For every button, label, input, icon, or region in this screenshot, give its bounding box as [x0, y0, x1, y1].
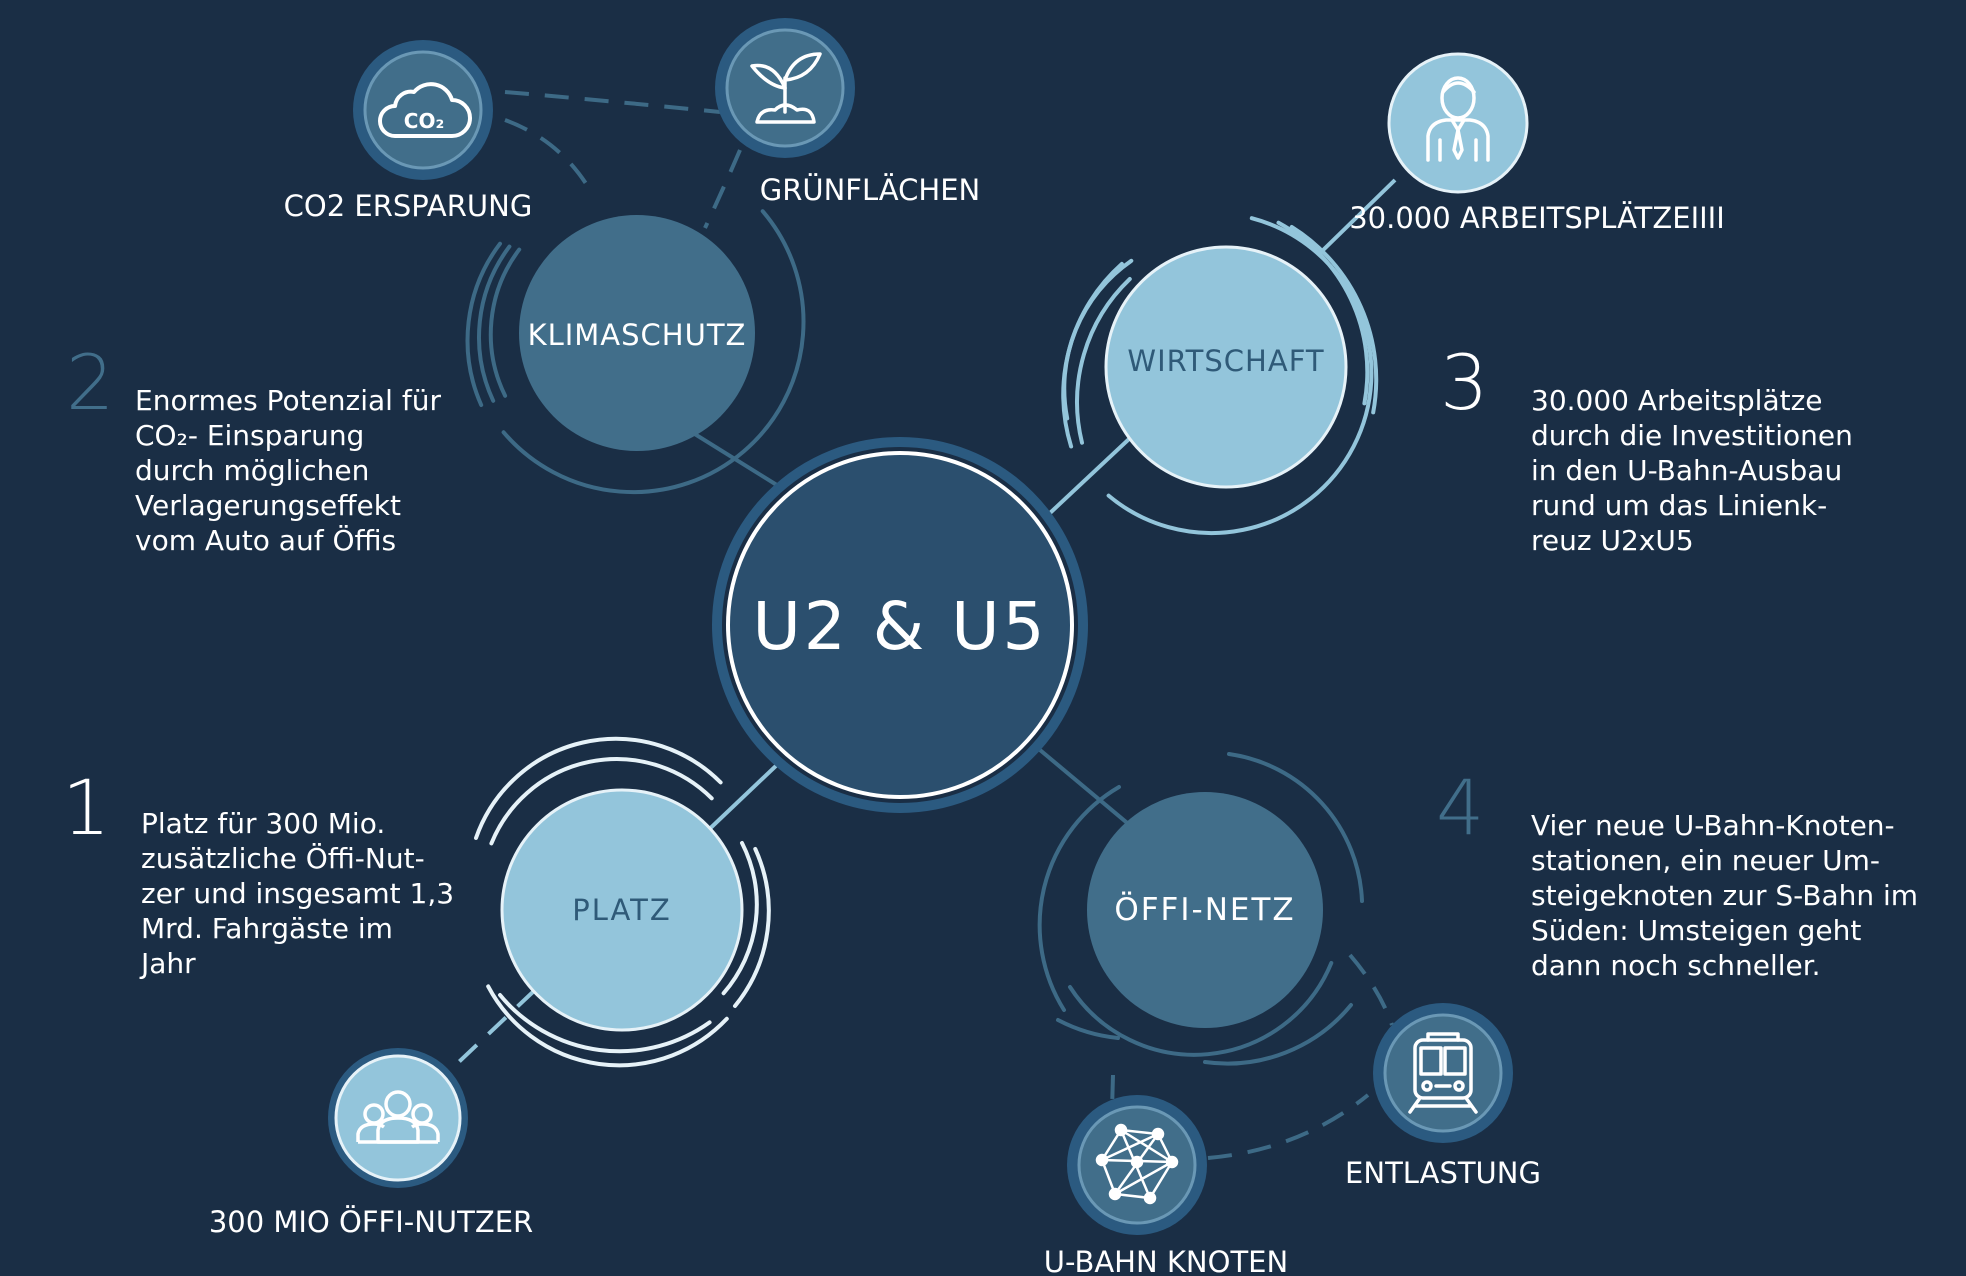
hub-platz-label: PLATZ — [572, 893, 671, 927]
connector-oeffi-entlastung — [1348, 953, 1394, 1026]
hub-klimaschutz-disc — [519, 215, 755, 451]
connector-knoten-entlastung — [1207, 1093, 1370, 1160]
hub-klimaschutz-label: KLIMASCHUTZ — [528, 318, 747, 352]
jobs-label: 30.000 ARBEITSPLÄTZEIIII — [1349, 201, 1725, 235]
center-node[interactable]: U2 & U5 — [712, 437, 1088, 813]
satellite-jobs[interactable]: 30.000 ARBEITSPLÄTZEIIII — [1349, 52, 1725, 235]
connector-co2-gruen — [504, 90, 721, 114]
point-2-number: 2 — [66, 338, 115, 427]
connector-center-platz — [698, 760, 782, 840]
center-outer-ring — [712, 437, 1088, 813]
entlastung-inner-disc — [1383, 1013, 1503, 1133]
connector-lines — [443, 90, 1397, 1160]
point-3-number: 3 — [1440, 338, 1489, 427]
co2-label: CO2 ERSPARUNG — [284, 189, 533, 223]
hub-oeffi-netz-disc — [1087, 792, 1323, 1028]
businessman-icon — [1426, 76, 1490, 162]
nutzer-label: 300 MIO ÖFFI-NUTZER — [209, 1205, 533, 1239]
point-1-number: 1 — [62, 763, 111, 852]
network-nodes-icon — [1095, 1123, 1179, 1205]
hub-wirtschaft[interactable]: WIRTSCHAFT — [1061, 216, 1379, 535]
point-3-text: 30.000 Arbeitsplätze durch die Investiti… — [1531, 384, 1853, 557]
point-1-text: Platz für 300 Mio. zusätzliche Öffi-Nut-… — [141, 807, 455, 980]
gruen-label: GRÜNFLÄCHEN — [760, 173, 980, 207]
hub-klimaschutz-rings — [465, 209, 806, 495]
satellite-gruen[interactable]: GRÜNFLÄCHEN — [715, 18, 980, 207]
satellite-knoten[interactable]: U-BAHN KNOTEN — [1044, 1095, 1288, 1276]
connector-platz-nutzer — [443, 988, 537, 1077]
hub-platz[interactable]: PLATZ — [474, 736, 771, 1068]
connector-oeffi-knoten — [1110, 1074, 1115, 1111]
satellite-entlastung[interactable]: ENTLASTUNG — [1345, 1003, 1541, 1190]
point-2-text: Enormes Potenzial für CO₂- Einsparung du… — [135, 384, 441, 557]
hub-wirtschaft-rings — [1061, 216, 1379, 535]
connector-co2-klimaschutz — [504, 118, 592, 192]
plant-sprout-icon — [750, 52, 822, 124]
satellite-co2[interactable]: CO₂ CO2 ERSPARUNG — [284, 40, 533, 223]
satellite-nutzer[interactable]: 300 MIO ÖFFI-NUTZER — [209, 1048, 533, 1239]
train-front-icon — [1408, 1032, 1478, 1114]
center-label: U2 & U5 — [752, 588, 1047, 665]
hub-oeffi-netz-label: ÖFFI-NETZ — [1114, 891, 1295, 928]
hub-wirtschaft-disc — [1104, 245, 1348, 489]
svg-text:CO₂: CO₂ — [404, 109, 444, 133]
hub-platz-disc — [500, 788, 744, 1032]
people-group-icon — [356, 1090, 440, 1144]
co2-cloud-icon: CO₂ — [378, 82, 472, 138]
point-4-number: 4 — [1436, 763, 1485, 852]
co2-inner-disc — [363, 50, 483, 170]
knoten-label: U-BAHN KNOTEN — [1044, 1245, 1288, 1276]
center-disc — [726, 451, 1074, 799]
hub-wirtschaft-label: WIRTSCHAFT — [1127, 344, 1324, 378]
hub-klimaschutz[interactable]: KLIMASCHUTZ — [465, 209, 806, 495]
connector-wirtschaft-jobs — [1316, 178, 1397, 257]
connector-gruen-klimaschutz — [703, 149, 742, 229]
jobs-disc — [1387, 52, 1529, 194]
entlastung-label: ENTLASTUNG — [1345, 1156, 1541, 1190]
hub-oeffi-netz-rings — [1037, 752, 1364, 1066]
point-4-text: Vier neue U-Bahn-Knoten- stationen, ein … — [1531, 809, 1919, 982]
hub-oeffi-netz[interactable]: ÖFFI-NETZ — [1037, 752, 1364, 1066]
hub-platz-rings — [474, 736, 771, 1068]
